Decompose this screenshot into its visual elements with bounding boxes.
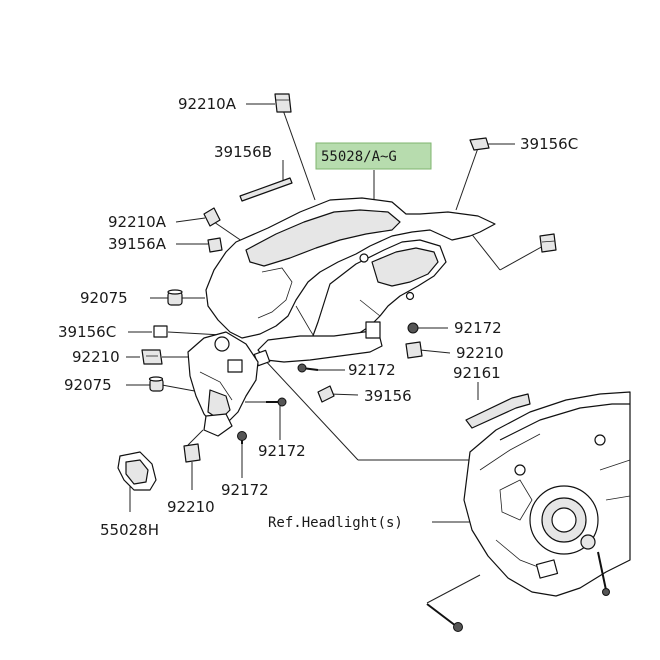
label-39156C-top: 39156C xyxy=(520,135,578,153)
part-92210A-top xyxy=(274,93,292,113)
part-92210-left xyxy=(141,349,163,365)
label-55028H: 55028H xyxy=(100,521,159,539)
label-92172-center: 92172 xyxy=(348,361,396,379)
label-92210-right: 92210 xyxy=(456,344,504,362)
labels: 92210A 39156B 55028/A~G 39156C 92210A 39… xyxy=(58,95,578,539)
mount-hole xyxy=(359,253,369,263)
label-92161: 92161 xyxy=(453,364,501,382)
part-92210-right xyxy=(405,341,423,359)
headlight-bolt xyxy=(426,603,463,632)
part-92172-right xyxy=(407,322,419,334)
leader-lines xyxy=(126,103,546,604)
inner-stay xyxy=(187,331,259,437)
highlight-box xyxy=(315,142,432,170)
label-39156A: 39156A xyxy=(108,235,167,253)
stay-tab xyxy=(227,359,243,373)
stay-hole xyxy=(214,336,230,352)
label-92075-mid: 92075 xyxy=(64,376,112,394)
label-ref-headlights: Ref.Headlight(s) xyxy=(268,515,403,531)
label-92210A-mid: 92210A xyxy=(108,213,167,231)
clip-right xyxy=(539,233,557,253)
part-92172-lower xyxy=(266,397,287,407)
label-92172-right: 92172 xyxy=(454,319,502,337)
part-92210-bottom xyxy=(183,443,201,463)
label-39156: 39156 xyxy=(364,387,412,405)
headlight-assembly xyxy=(463,391,631,597)
part-39156C-top xyxy=(469,137,490,151)
part-39156A xyxy=(207,237,223,253)
label-92075-top: 92075 xyxy=(80,289,128,307)
label-92172-bottom: 92172 xyxy=(221,481,269,499)
part-39156B xyxy=(239,177,293,202)
label-39156B: 39156B xyxy=(214,143,272,161)
label-55028AG: 55028/A~G xyxy=(321,149,397,165)
upper-cowl-55028 xyxy=(205,197,496,367)
part-92210A-mid xyxy=(203,207,221,227)
part-92075-mid xyxy=(148,376,164,392)
part-39156C-left xyxy=(153,325,168,338)
mount-hole xyxy=(405,291,415,301)
part-92161 xyxy=(465,393,531,429)
part-92172-center xyxy=(297,363,319,373)
part-92172-bottom xyxy=(237,431,247,444)
bracket-tab xyxy=(365,321,381,339)
label-92210-bottom: 92210 xyxy=(167,498,215,516)
label-92172-lower: 92172 xyxy=(258,442,306,460)
label-39156C-left: 39156C xyxy=(58,323,116,341)
part-92075-top xyxy=(167,289,183,306)
part-39156 xyxy=(317,385,335,403)
label-92210-left: 92210 xyxy=(72,348,120,366)
part-55028H xyxy=(117,451,157,491)
label-92210A-top: 92210A xyxy=(178,95,237,113)
